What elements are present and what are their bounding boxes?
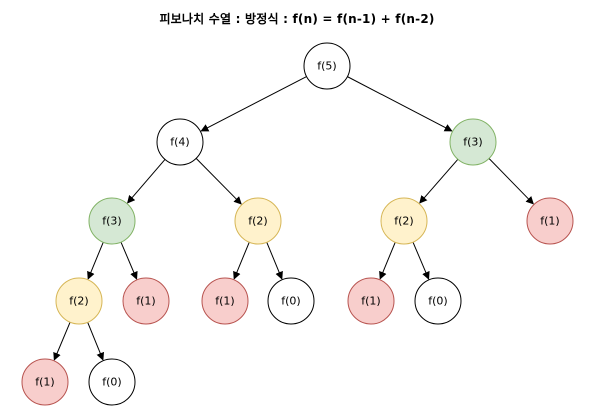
node-circle (201, 277, 249, 325)
node-circle (156, 118, 204, 166)
tree-node-n1a: f(1) (21, 358, 69, 406)
node-circle (234, 197, 282, 245)
node-label: f(2) (248, 215, 267, 228)
tree-node-n4: f(4) (156, 118, 204, 166)
node-circle (526, 197, 574, 245)
tree-node-n1b: f(1) (122, 277, 170, 325)
edge-n5-to-n3b (347, 76, 453, 132)
tree-node-n1e: f(1) (347, 277, 395, 325)
node-label: f(1) (35, 376, 54, 389)
node-label: f(2) (394, 215, 413, 228)
tree-node-n0b: f(0) (267, 277, 315, 325)
tree-node-n0a: f(0) (88, 358, 136, 406)
node-label: f(4) (170, 136, 189, 149)
edge-n3b-to-n1g (488, 158, 534, 205)
node-label: f(1) (215, 295, 234, 308)
node-label: f(0) (281, 295, 300, 308)
tree-node-n2a: f(2) (55, 277, 103, 325)
edge-n3b-to-n2b (419, 158, 459, 204)
node-circle (347, 277, 395, 325)
tree-node-n0c: f(0) (414, 277, 462, 325)
tree-node-n3b: f(3) (449, 118, 497, 166)
edge-n4-to-n2c (195, 158, 242, 205)
edge-n2a-to-n1a (53, 322, 71, 361)
tree-node-n2b: f(2) (380, 197, 428, 245)
edge-n2c-to-n1c (233, 242, 250, 280)
node-circle (21, 358, 69, 406)
node-label: f(1) (361, 295, 380, 308)
diagram-title: 피보나치 수열 : 방정식 : f(n) = f(n-1) + f(n-2) (159, 12, 435, 26)
nodes-layer: f(5) f(4) f(3) f(3) f(2) f(2) f(1) f(2) f(1) f(1)… (21, 42, 574, 406)
node-circle (380, 197, 428, 245)
edge-n2a-to-n0a (87, 322, 105, 361)
tree-node-n1c: f(1) (201, 277, 249, 325)
edges-layer (53, 76, 534, 361)
edge-n3a-to-n1b (120, 241, 138, 280)
node-circle (449, 118, 497, 166)
edge-n2b-to-n1e (379, 242, 396, 280)
tree-node-n2c: f(2) (234, 197, 282, 245)
node-label: f(3) (102, 215, 121, 228)
tree-node-n3a: f(3) (88, 197, 136, 245)
edge-n4-to-n3a (127, 159, 166, 204)
edge-n2b-to-n0c (412, 241, 430, 280)
node-label: f(5) (317, 60, 336, 73)
node-circle (122, 277, 170, 325)
node-label: f(0) (102, 376, 121, 389)
node-label: f(3) (463, 136, 482, 149)
tree-node-n5: f(5) (303, 42, 351, 90)
node-circle (303, 42, 351, 90)
edge-n2c-to-n0b (266, 242, 283, 280)
node-circle (55, 277, 103, 325)
node-label: f(0) (428, 295, 447, 308)
node-label: f(1) (540, 215, 559, 228)
node-circle (414, 277, 462, 325)
tree-node-n1g: f(1) (526, 197, 574, 245)
node-circle (88, 197, 136, 245)
node-label: f(1) (136, 295, 155, 308)
node-circle (267, 277, 315, 325)
node-label: f(2) (69, 295, 88, 308)
edge-n3a-to-n2a (87, 242, 104, 280)
edge-n5-to-n4 (200, 76, 307, 132)
node-circle (88, 358, 136, 406)
